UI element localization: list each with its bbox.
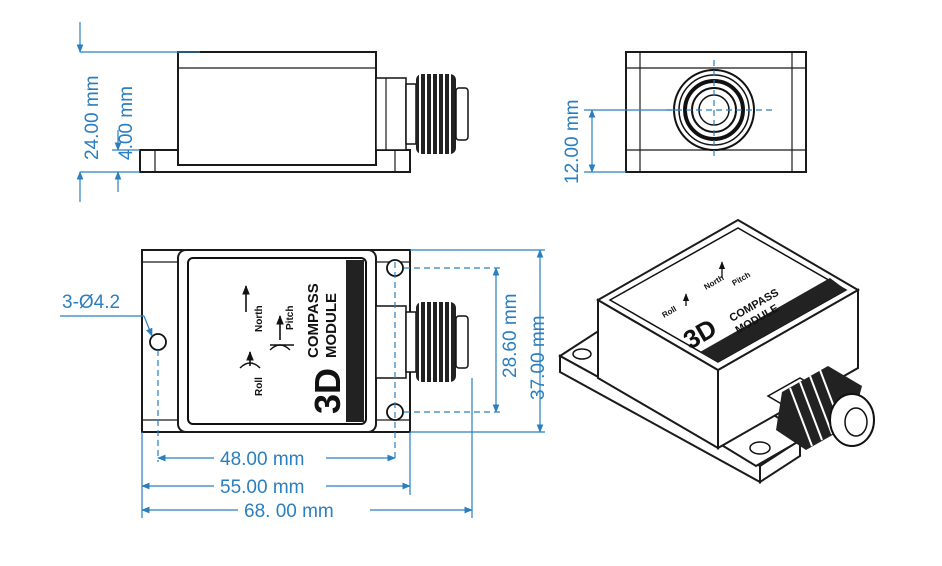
label-3d: 3D — [307, 368, 348, 414]
label-module: MODULE — [323, 293, 340, 358]
label-roll: Roll — [254, 377, 265, 396]
label-pitch: Pitch — [285, 306, 296, 330]
dim-hole-spec: 3-Ø4.2 — [62, 292, 120, 313]
gland-ribs-top — [416, 302, 456, 382]
dim-hole-spacing-h: 48.00 mm — [220, 449, 304, 470]
isometric-view: 3D COMPASS MODULE North Pitch Roll — [558, 218, 875, 484]
dim-hole-spacing-v: 28.60 mm — [500, 294, 521, 378]
dim-gland-center: 12.00 mm — [562, 100, 583, 184]
dim-body-height: 37.00 mm — [528, 316, 549, 400]
dim-height-base: 4.00 mm — [116, 86, 137, 160]
front-view: 12.00 mm — [562, 51, 807, 184]
label-north: North — [254, 305, 265, 332]
top-view: 3D COMPASS MODULE North Pitch Roll 3-Ø4.… — [60, 249, 549, 522]
gland-ribs — [416, 74, 456, 154]
dim-total-length: 68. 00 mm — [244, 501, 334, 522]
label-compass: COMPASS — [305, 283, 322, 358]
axis-symbols — [239, 285, 294, 369]
side-view: 24.00 mm 4.00 mm — [76, 22, 469, 202]
label-band — [346, 260, 364, 422]
dim-height-total: 24.00 mm — [82, 76, 103, 160]
mount-hole-left — [149, 333, 167, 351]
iso-label-band — [700, 278, 846, 362]
iso-gland — [766, 366, 875, 450]
dim-body-width: 55.00 mm — [220, 477, 304, 498]
